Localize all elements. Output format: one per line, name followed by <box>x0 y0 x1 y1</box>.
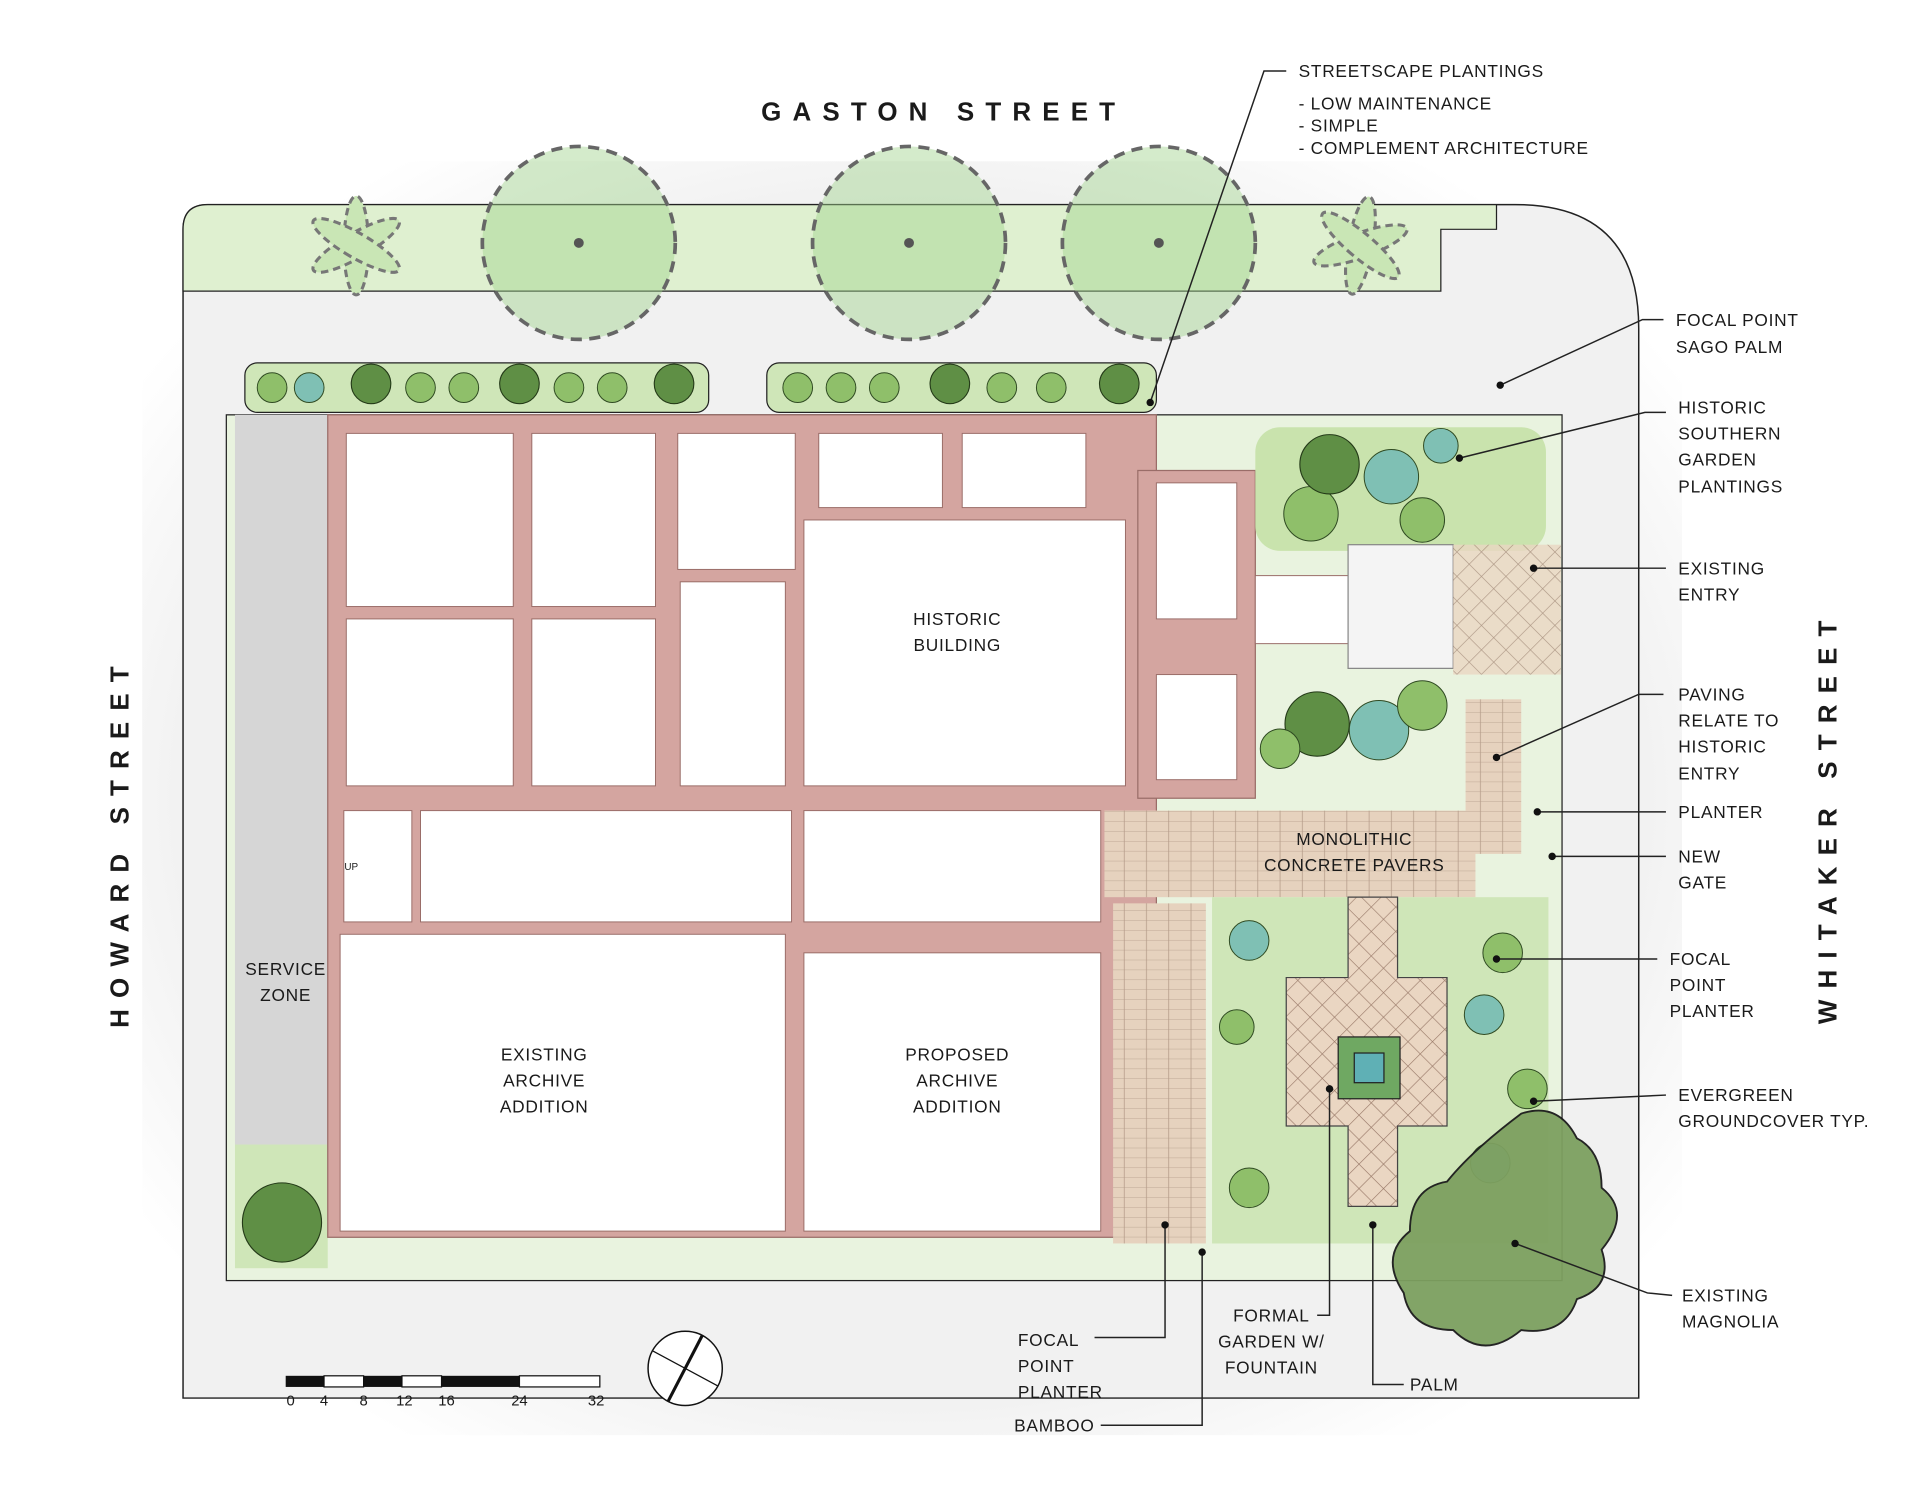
scale-tick: 4 <box>320 1393 328 1409</box>
room <box>961 432 1087 509</box>
callout-southern-garden: SOUTHERN <box>1678 424 1781 444</box>
callout-focal-planter-east: PLANTER <box>1670 1001 1755 1021</box>
room-label: BUILDING <box>913 635 1001 655</box>
room-label: HISTORIC <box>913 609 1001 629</box>
proposed-archive-room <box>803 952 1102 1232</box>
corridor <box>420 810 793 923</box>
corridor <box>803 810 1102 923</box>
scale-tick: 8 <box>359 1393 367 1409</box>
stair <box>1155 674 1238 781</box>
scale-tick: 16 <box>438 1393 455 1409</box>
bamboo-walk <box>1113 903 1206 1244</box>
callout-magnolia: EXISTING <box>1682 1286 1769 1306</box>
callout-southern-garden: GARDEN <box>1678 450 1756 470</box>
restrooms <box>679 581 786 787</box>
callout-magnolia: MAGNOLIA <box>1682 1312 1779 1332</box>
entry-vestibule <box>1254 575 1349 645</box>
callout-new-gate: GATE <box>1678 873 1727 893</box>
room <box>1155 482 1238 620</box>
room <box>677 432 796 570</box>
stair <box>343 810 413 923</box>
existing-archive-room <box>339 933 786 1232</box>
room-label: EXISTING <box>501 1044 588 1064</box>
room <box>345 618 514 787</box>
building <box>327 414 1349 1238</box>
room-label: ZONE <box>260 985 311 1005</box>
leader-lines <box>1094 70 1673 1427</box>
entry-steps <box>1347 544 1454 669</box>
callout-streetscape-bullet: - COMPLEMENT ARCHITECTURE <box>1299 138 1589 158</box>
room <box>531 432 656 608</box>
callout-bamboo: BAMBOO <box>1014 1415 1094 1435</box>
street-name-howard: HOWARD STREET <box>105 655 135 1028</box>
scale-bar: 0 4 8 12 16 24 32 <box>285 1375 605 1409</box>
scale-tick: 12 <box>396 1393 413 1409</box>
callout-focal-planter-east: POINT <box>1670 975 1727 995</box>
callout-existing-entry: ENTRY <box>1678 584 1740 604</box>
callouts: STREETSCAPE PLANTINGS - LOW MAINTENANCE … <box>1014 61 1869 1435</box>
scale-tick: 32 <box>588 1393 605 1409</box>
callout-evergreen: EVERGREEN <box>1678 1085 1793 1105</box>
room <box>818 432 943 509</box>
room <box>531 618 656 787</box>
room-label: PROPOSED <box>905 1044 1009 1064</box>
fountain-basin <box>1353 1052 1385 1084</box>
callout-paving: HISTORIC <box>1678 736 1766 756</box>
street-name-gaston: GASTON STREET <box>761 96 1126 126</box>
room-label: ADDITION <box>500 1096 589 1116</box>
existing-entry-paving <box>1453 544 1561 675</box>
callout-paving: ENTRY <box>1678 764 1740 784</box>
callout-streetscape-bullet: - LOW MAINTENANCE <box>1299 93 1492 113</box>
callout-existing-entry: EXISTING <box>1678 558 1765 578</box>
callout-sago-palm: FOCAL POINT <box>1676 310 1799 330</box>
callout-southern-garden: PLANTINGS <box>1678 477 1783 497</box>
scale-tick: 0 <box>287 1393 295 1409</box>
callout-formal-garden: GARDEN W/ <box>1218 1331 1325 1351</box>
garden-shrubs <box>1259 427 1459 770</box>
street-trees <box>480 144 1258 342</box>
room <box>345 432 514 608</box>
callout-focal-planter-south: PLANTER <box>1018 1382 1103 1402</box>
callout-planter: PLANTER <box>1678 802 1763 822</box>
sago-palm-icon <box>311 194 1409 297</box>
callout-streetscape-title: STREETSCAPE PLANTINGS <box>1299 61 1544 81</box>
callout-southern-garden: HISTORIC <box>1678 398 1766 418</box>
street-planting-strip <box>182 203 1498 292</box>
street-name-whitaker: WHITAKER STREET <box>1813 609 1843 1024</box>
concrete-pavers <box>1104 810 1476 898</box>
room-label: SERVICE <box>245 959 326 979</box>
room-label: ADDITION <box>913 1096 1002 1116</box>
callout-streetscape-bullet: - SIMPLE <box>1299 116 1379 136</box>
callout-new-gate: NEW <box>1678 847 1721 867</box>
room-label: MONOLITHIC <box>1296 829 1412 849</box>
room-label: ARCHIVE <box>916 1070 998 1090</box>
callout-paving: PAVING <box>1678 685 1745 705</box>
callout-formal-garden: FOUNTAIN <box>1225 1357 1318 1377</box>
planter-shrubs <box>256 363 1140 405</box>
callout-evergreen: GROUNDCOVER TYP. <box>1678 1111 1869 1131</box>
historic-building-hall <box>803 519 1126 787</box>
callout-paving: RELATE TO <box>1678 711 1779 731</box>
callout-focal-planter-east: FOCAL <box>1670 949 1731 969</box>
callout-formal-garden: FORMAL <box>1233 1305 1310 1325</box>
callout-palm: PALM <box>1410 1375 1459 1395</box>
service-zone-paving <box>234 414 328 1145</box>
north-arrow-icon <box>647 1330 724 1407</box>
scale-tick: 24 <box>511 1393 528 1409</box>
existing-magnolia <box>1391 1109 1618 1347</box>
stair-up-label: UP <box>344 862 358 873</box>
callout-focal-planter-south: POINT <box>1018 1356 1075 1376</box>
tree-icon <box>241 1182 323 1263</box>
room-label: ARCHIVE <box>503 1070 585 1090</box>
callout-focal-planter-south: FOCAL <box>1018 1330 1079 1350</box>
callout-sago-palm: SAGO PALM <box>1676 337 1783 357</box>
room-label: CONCRETE PAVERS <box>1264 855 1445 875</box>
